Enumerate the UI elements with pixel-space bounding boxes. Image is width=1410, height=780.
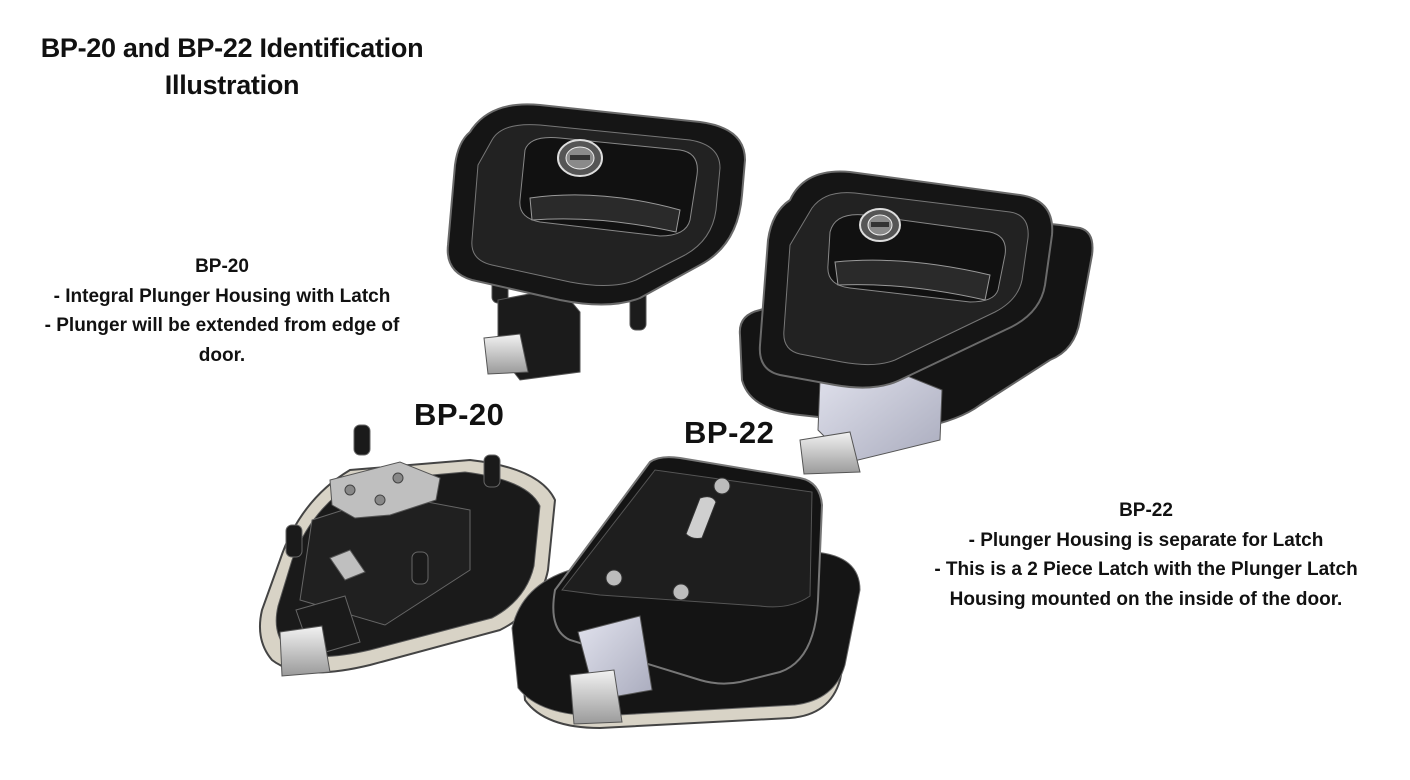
latch-back-bp22 <box>511 456 861 730</box>
latch-front-bp22 <box>738 170 1094 475</box>
bp20-heading: BP-20 <box>195 256 249 277</box>
bp22-line-1: - Plunger Housing is separate for Latch <box>968 529 1324 551</box>
title-line-1: BP-20 and BP-22 Identification <box>40 33 424 63</box>
page-title: BP-20 and BP-22 Identification Illustrat… <box>22 30 442 104</box>
latch-front-bp20 <box>446 103 747 381</box>
bp20-line-1: - Integral Plunger Housing with Latch <box>53 285 391 307</box>
screw-icon <box>605 477 731 601</box>
bp20-line-2: - Plunger will be extended from edge of <box>44 315 400 336</box>
bp20-description: BP-20 - Integral Plunger Housing with La… <box>30 252 414 370</box>
bp22-description: BP-22 - Plunger Housing is separate for … <box>915 496 1377 614</box>
bp22-view-label: BP-22 <box>684 415 775 450</box>
lock-cylinder-icon <box>557 139 603 177</box>
bp22-heading: BP-22 <box>1119 500 1173 521</box>
title-line-2: Illustration <box>164 70 300 100</box>
bp22-line-3: Housing mounted on the inside of the doo… <box>949 588 1343 610</box>
bp20-view-label: BP-20 <box>414 397 505 432</box>
bp20-line-3: door. <box>198 344 246 366</box>
lock-cylinder-icon <box>859 208 901 242</box>
bp22-line-2: - This is a 2 Piece Latch with the Plung… <box>934 559 1358 580</box>
latch-back-bp20 <box>259 424 557 677</box>
